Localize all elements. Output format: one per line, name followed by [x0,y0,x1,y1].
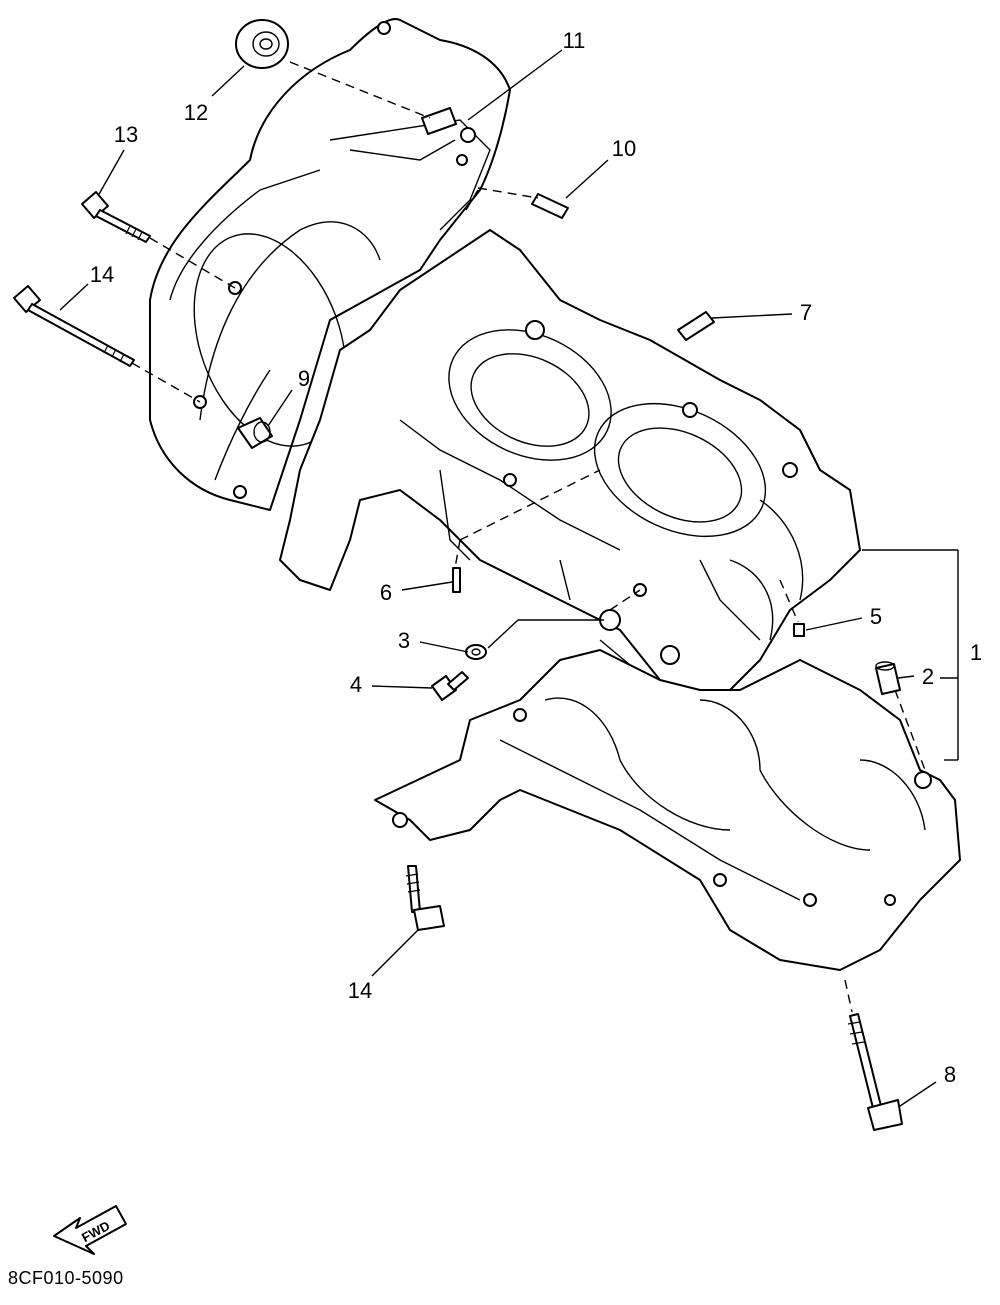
bearing-part-12 [235,19,289,69]
callout-14-upper: 14 [90,262,114,287]
assembly-lines [131,61,926,1013]
callout-3: 3 [398,628,410,653]
callout-5: 5 [870,604,882,629]
fitting-part-7 [677,311,715,341]
crankcase-cover [149,18,511,511]
diagram-code: 8CF010-5090 [8,1268,124,1288]
stud-bolt-part-8 [847,1013,903,1131]
plug-part-2 [875,661,901,695]
bolt-part-4 [431,671,469,701]
upper-crankcase [279,229,861,701]
pin-part-11 [421,107,457,135]
forward-arrow-icon: FWD [53,1205,127,1255]
bolt-part-14-lower [405,865,445,931]
callout-10: 10 [612,136,636,161]
collar-part-9 [237,417,273,449]
callout-labels: 11 12 13 10 14 7 9 6 5 3 4 2 1 14 8 [90,28,982,1087]
callout-7: 7 [800,300,812,325]
callout-2: 2 [922,664,934,689]
callout-1: 1 [970,640,982,665]
callout-6: 6 [380,580,392,605]
callout-9: 9 [298,366,310,391]
pin-part-6 [452,567,461,593]
lower-crankcase [374,649,961,971]
long-bolt-part-14-upper [13,285,135,367]
callout-11: 11 [563,28,586,53]
leader-lines [59,49,959,1107]
dowel-part-10 [531,193,569,219]
callout-13: 13 [114,122,138,147]
callout-12: 12 [184,100,208,125]
callout-8: 8 [944,1062,956,1087]
callout-4: 4 [350,672,362,697]
washer-part-3 [465,644,487,660]
pin-part-5 [793,623,805,637]
callout-14-lower: 14 [348,978,372,1003]
bolt-part-13 [81,191,151,243]
